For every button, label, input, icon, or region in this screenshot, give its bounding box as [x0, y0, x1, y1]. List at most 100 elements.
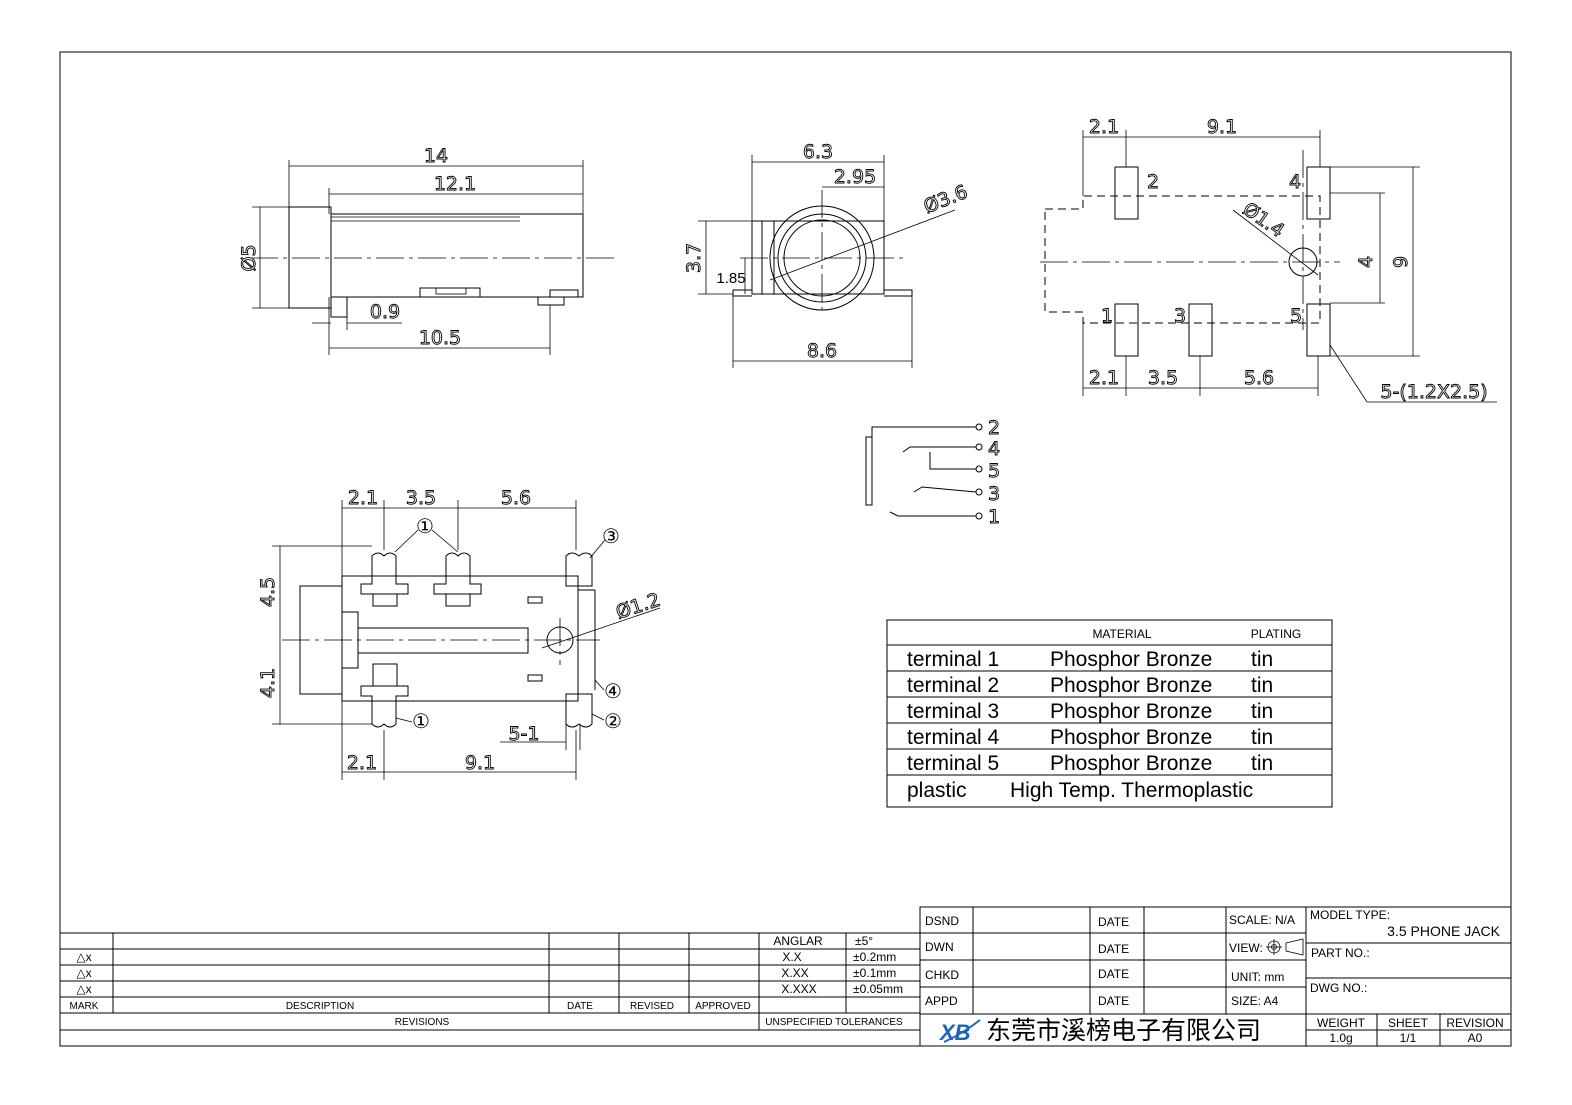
row-5-plating: tin — [1251, 752, 1273, 775]
schematic-pin-1: 1 — [988, 506, 1000, 528]
schematic-pin-5: 5 — [988, 460, 1000, 482]
top-view: 2.1 3.5 5.6 4.5 4.1 Ø1.2 5-1 2.1 9.1 ① ③… — [257, 487, 663, 780]
dim-4-5: 4.5 — [257, 577, 279, 607]
scale-field: SCALE: N/A — [1229, 913, 1295, 927]
sheet-value: 1/1 — [1400, 1031, 1417, 1045]
dim-top-3-5: 3.5 — [406, 487, 436, 509]
revisions-block: △x △x △x MARK DESCRIPTION DATE REVISED A… — [60, 932, 920, 1031]
tol-value-angular: ±5° — [855, 934, 873, 948]
row-4-material: Phosphor Bronze — [1050, 726, 1212, 749]
schematic-pin-4: 4 — [988, 438, 1000, 460]
dim-2-1-bottom: 2.1 — [1089, 367, 1119, 389]
row-3-part: terminal 3 — [907, 700, 999, 723]
date-label-2: DATE — [1098, 942, 1129, 956]
delta-mark-3: △x — [76, 982, 91, 996]
pin-label-3: 3 — [1174, 305, 1186, 327]
revision-value: A0 — [1468, 1031, 1483, 1045]
title-block: DSND DWN CHKD APPD DATE DATE DATE DATE S… — [919, 906, 1512, 1047]
part-no-label: PART NO.: — [1311, 946, 1370, 960]
unit-field: UNIT: mm — [1231, 970, 1284, 984]
row-4-plating: tin — [1251, 726, 1273, 749]
material-table: MATERIAL PLATING terminal 1 Phosphor Bro… — [886, 619, 1333, 808]
row-5-material: Phosphor Bronze — [1050, 752, 1212, 775]
dim-5-6: 5.6 — [1244, 367, 1274, 389]
dim-2-95: 2.95 — [834, 166, 876, 188]
col-mark: MARK — [70, 1001, 99, 1012]
dim-14: 14 — [424, 145, 448, 167]
row-1-material: Phosphor Bronze — [1050, 648, 1212, 671]
dim-top-9-1: 9.1 — [465, 752, 495, 774]
pcb-footprint: Ø1.4 2 4 1 3 5 2.1 9.1 9 4 2.1 3.5 5.6 5… — [1040, 116, 1497, 403]
dim-12-1: 12.1 — [434, 173, 476, 195]
front-view: 14 12.1 Ø5 0.9 10.5 — [238, 145, 618, 355]
dim-0-9: 0.9 — [370, 301, 400, 323]
tol-label-x-x: X.X — [782, 950, 801, 964]
col-description: DESCRIPTION — [286, 1001, 354, 1012]
row-2-plating: tin — [1251, 674, 1273, 697]
row-3-plating: tin — [1251, 700, 1273, 723]
dim-top-2-1: 2.1 — [348, 487, 378, 509]
sheet-label: SHEET — [1388, 1016, 1429, 1030]
callout-2: ② — [604, 711, 622, 733]
tol-value-x-xx: ±0.1mm — [853, 966, 896, 980]
role-appd: APPD — [925, 994, 958, 1008]
callout-4: ④ — [604, 681, 622, 703]
dim-phi1-2: Ø1.2 — [613, 589, 663, 624]
callout-3: ③ — [602, 526, 620, 548]
role-dwn: DWN — [925, 940, 954, 954]
dwg-no-label: DWG NO.: — [1310, 981, 1367, 995]
revision-label: REVISION — [1446, 1016, 1503, 1030]
row-3-material: Phosphor Bronze — [1050, 700, 1212, 723]
date-label-1: DATE — [1098, 915, 1129, 929]
callout-1-bottom: ① — [412, 711, 430, 733]
company-name: 东莞市溪榜电子有限公司 — [986, 1016, 1261, 1045]
delta-mark-2: △x — [76, 966, 91, 980]
row-5-part: terminal 5 — [907, 752, 999, 775]
tolerances-title: UNSPECIFIED TOLERANCES — [765, 1017, 903, 1028]
dim-10-5: 10.5 — [419, 327, 461, 349]
dim-3-5: 3.5 — [1148, 367, 1178, 389]
view-field: VIEW: — [1229, 941, 1263, 955]
tol-value-x-x: ±0.2mm — [853, 950, 896, 964]
col-date: DATE — [567, 1001, 593, 1012]
row-4-part: terminal 4 — [907, 726, 1000, 749]
date-label-3: DATE — [1098, 967, 1129, 981]
revisions-title: REVISIONS — [395, 1017, 450, 1028]
dim-9-1: 9.1 — [1207, 116, 1237, 138]
date-label-4: DATE — [1098, 994, 1129, 1008]
dim-6-3: 6.3 — [803, 141, 833, 163]
jack-schematic: 2 4 5 3 1 — [865, 417, 1000, 528]
dim-2-1-top: 2.1 — [1089, 116, 1119, 138]
col-revised: REVISED — [630, 1001, 674, 1012]
tol-label-x-xxx: X.XXX — [781, 982, 816, 996]
projection-symbol-icon — [1266, 938, 1304, 956]
dim-phi3-6: Ø3.6 — [921, 181, 971, 218]
dim-4: 4 — [1355, 256, 1377, 268]
role-dsnd: DSND — [925, 914, 959, 928]
plastic-material: High Temp. Thermoplastic — [1010, 779, 1253, 802]
delta-mark-1: △x — [76, 950, 91, 964]
pin-label-2: 2 — [1147, 171, 1159, 193]
dim-phi1-4: Ø1.4 — [1239, 198, 1289, 242]
tol-label-x-xx: X.XX — [781, 966, 808, 980]
dim-phi5: Ø5 — [238, 244, 260, 271]
pin-label-4: 4 — [1289, 171, 1301, 193]
dim-pads: 5-(1.2X2.5) — [1380, 381, 1487, 403]
dim-4-1: 4.1 — [257, 668, 279, 698]
role-chkd: CHKD — [925, 968, 959, 982]
model-type-value: 3.5 PHONE JACK — [1387, 923, 1500, 939]
model-type-label: MODEL TYPE: — [1310, 908, 1390, 922]
sheet-border — [59, 51, 1512, 1047]
size-field: SIZE: A4 — [1231, 994, 1279, 1008]
weight-label: WEIGHT — [1317, 1016, 1366, 1030]
col-approved: APPROVED — [695, 1001, 751, 1012]
plating-header: PLATING — [1251, 627, 1301, 641]
row-1-plating: tin — [1251, 648, 1273, 671]
dim-top-5-6: 5.6 — [501, 487, 531, 509]
weight-value: 1.0g — [1329, 1031, 1352, 1045]
logo-letters: XB — [938, 1020, 971, 1045]
dim-1-85: 1.85 — [716, 270, 745, 287]
tol-label-angular: ANGLAR — [773, 934, 823, 948]
